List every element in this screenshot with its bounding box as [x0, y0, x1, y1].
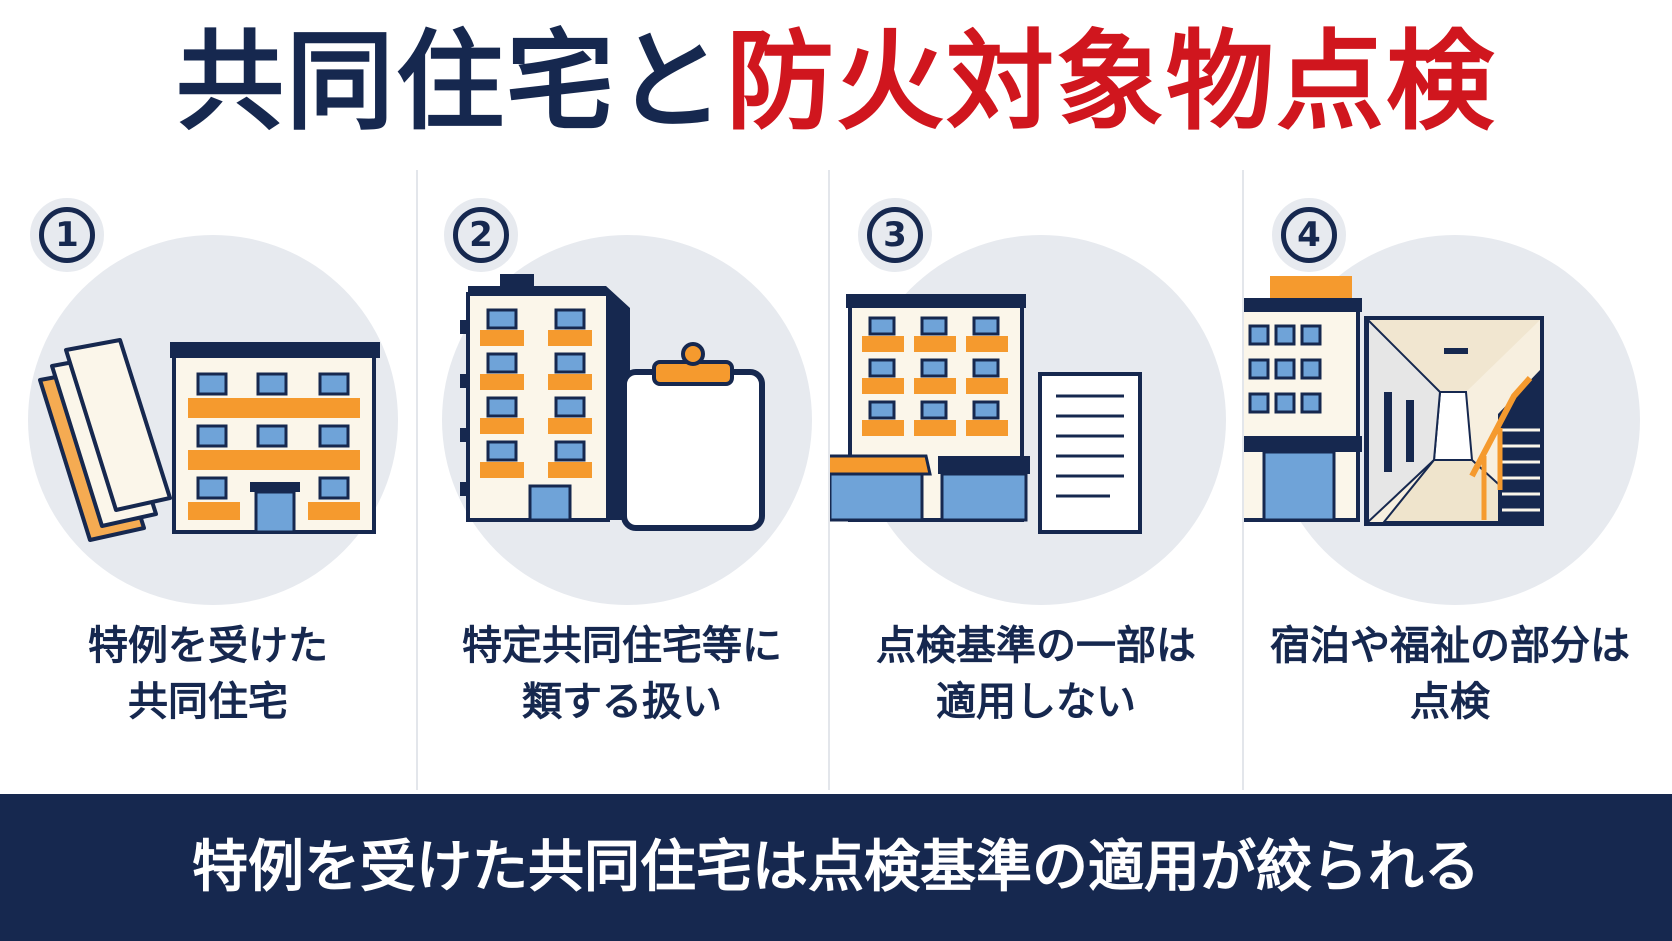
- caption-line-2: 類する扱い: [522, 679, 722, 725]
- caption-line-2: 点検: [1410, 679, 1490, 725]
- caption-line-2: 共同住宅: [128, 679, 288, 725]
- step-number: 2: [453, 207, 509, 263]
- panel-caption: 特例を受けた 共同住宅: [2, 618, 414, 730]
- panel-divider: [416, 170, 418, 790]
- step-number: 1: [39, 207, 95, 263]
- panel-divider: [828, 170, 830, 790]
- panel-caption: 点検基準の一部は 適用しない: [830, 618, 1242, 730]
- caption-line-1: 点検基準の一部は: [876, 623, 1196, 669]
- panel-2: 2: [416, 170, 828, 790]
- step-number: 4: [1281, 207, 1337, 263]
- caption-line-1: 特例を受けた: [88, 623, 328, 669]
- step-number: 3: [867, 207, 923, 263]
- step-number-badge: 1: [24, 192, 110, 278]
- panel-4: 4: [1244, 170, 1656, 790]
- main-title: 共同住宅と防火対象物点検: [0, 18, 1672, 148]
- title-part-red: 防火対象物点検: [726, 20, 1497, 145]
- building-and-corridor-icon: [1244, 276, 1544, 526]
- apartment-with-clipboard-icon: [460, 274, 765, 531]
- panel-1: 1: [2, 170, 414, 790]
- step-number-badge: 2: [438, 192, 524, 278]
- apartment-with-documents-icon: [38, 338, 380, 542]
- caption-line-1: 特定共同住宅等に: [462, 623, 782, 669]
- panel-3: 3: [830, 170, 1242, 790]
- step-number-badge: 3: [852, 192, 938, 278]
- caption-line-1: 宿泊や福祉の部分は: [1270, 623, 1630, 669]
- panel-divider: [1242, 170, 1244, 790]
- caption-line-2: 適用しない: [936, 679, 1136, 725]
- summary-banner: 特例を受けた共同住宅は点検基準の適用が絞られる: [0, 794, 1672, 941]
- panel-row: 1: [0, 170, 1672, 790]
- title-part-navy: 共同住宅と: [175, 20, 726, 145]
- panel-caption: 宿泊や福祉の部分は 点検: [1244, 618, 1656, 730]
- step-number-badge: 4: [1266, 192, 1352, 278]
- panel-caption: 特定共同住宅等に 類する扱い: [416, 618, 828, 730]
- mixed-use-building-with-document-icon: [830, 294, 1142, 534]
